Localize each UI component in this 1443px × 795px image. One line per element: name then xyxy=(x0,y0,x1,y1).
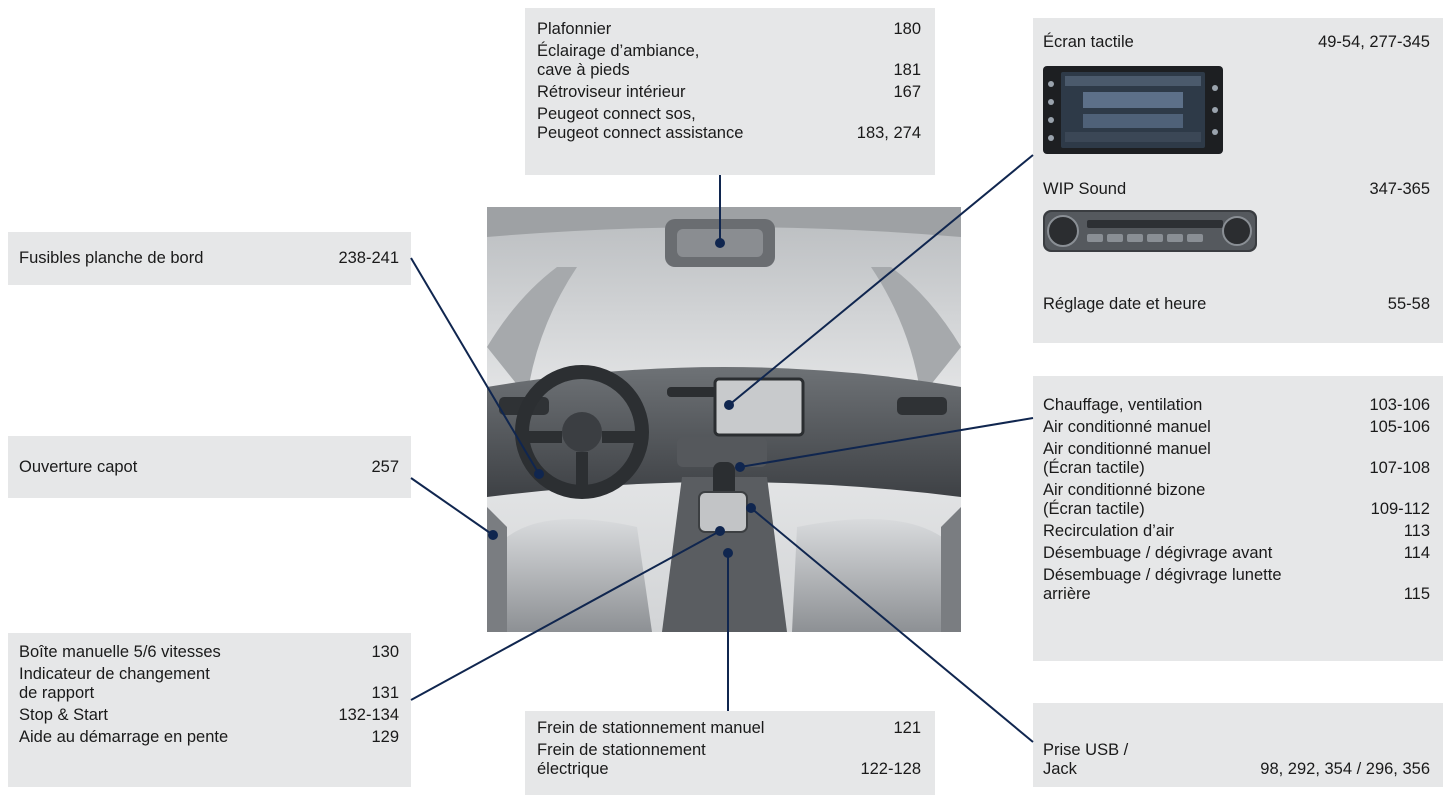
entry-pages: 180 xyxy=(893,20,921,38)
entry-aide-demarrage: Aide au démarrage en pente 129 xyxy=(19,728,399,747)
entry-label: Peugeot connect sos, Peugeot connect ass… xyxy=(537,105,744,142)
entry-pages: 183, 274 xyxy=(856,124,921,142)
entry-pages: 121 xyxy=(893,719,921,737)
entry-label: Écran tactile xyxy=(1043,33,1134,51)
entry-pages: 122-128 xyxy=(860,760,921,778)
audio-panel-thumbnail xyxy=(1043,210,1257,252)
entry-label: Frein de stationnement manuel xyxy=(537,719,765,737)
entry-pages: 238-241 xyxy=(338,249,399,267)
entry-pages: 109-112 xyxy=(1370,500,1430,518)
entry-label: Stop & Start xyxy=(19,706,108,724)
entry-pages: 98, 292, 354 / 296, 356 xyxy=(1260,760,1430,778)
entry-recirculation: Recirculation d’air 113 xyxy=(1043,522,1430,541)
touchscreen-thumbnail xyxy=(1043,66,1223,154)
car-interior-illustration xyxy=(487,207,961,632)
entry-plafonnier: Plafonnier 180 xyxy=(537,20,921,39)
entry-ac-manuel: Air conditionné manuel 105-106 xyxy=(1043,418,1430,437)
entry-label: Désembuage / dégivrage lunette arrière xyxy=(1043,566,1282,603)
entry-pages: 130 xyxy=(371,643,399,661)
entry-pages: 113 xyxy=(1403,522,1430,540)
entry-wip-sound: WIP Sound 347-365 xyxy=(1043,180,1430,199)
entry-label: Plafonnier xyxy=(537,20,612,38)
box-gearbox: Boîte manuelle 5/6 vitesses 130 Indicate… xyxy=(8,633,411,787)
entry-pages: 107-108 xyxy=(1369,459,1430,477)
entry-pages: 115 xyxy=(1403,585,1430,603)
entry-usb: Prise USB / Jack 98, 292, 354 / 296, 356 xyxy=(1043,741,1430,779)
entry-label: Fusibles planche de bord xyxy=(19,249,204,267)
box-climate: Chauffage, ventilation 103-106 Air condi… xyxy=(1033,376,1443,661)
box-hood: Ouverture capot 257 xyxy=(8,436,411,498)
entry-chauffage: Chauffage, ventilation 103-106 xyxy=(1043,396,1430,415)
entry-label: Frein de stationnement électrique xyxy=(537,741,706,778)
box-usb-jack: Prise USB / Jack 98, 292, 354 / 296, 356 xyxy=(1033,703,1443,787)
entry-frein-manuel: Frein de stationnement manuel 121 xyxy=(537,719,921,738)
entry-label: Prise USB / Jack xyxy=(1043,741,1129,778)
entry-pages: 129 xyxy=(371,728,399,746)
entry-label: Désembuage / dégivrage avant xyxy=(1043,544,1273,562)
entry-pages: 257 xyxy=(371,457,399,476)
entry-pages: 49-54, 277-345 xyxy=(1318,33,1430,51)
entry-ac-bizone: Air conditionné bizone (Écran tactile) 1… xyxy=(1043,481,1430,519)
entry-indicateur: Indicateur de changement de rapport 131 xyxy=(19,665,399,703)
entry-label: Recirculation d’air xyxy=(1043,522,1175,540)
entry-pages: 103-106 xyxy=(1369,396,1430,414)
box-multimedia: Écran tactile 49-54, 277-345 WIP Sound 3… xyxy=(1033,18,1443,343)
entry-label: WIP Sound xyxy=(1043,180,1127,198)
entry-label: Air conditionné manuel xyxy=(1043,418,1211,436)
box-parking-brake: Frein de stationnement manuel 121 Frein … xyxy=(525,711,935,795)
entry-label: Ouverture capot xyxy=(19,457,138,476)
entry-desembuage-avant: Désembuage / dégivrage avant 114 xyxy=(1043,544,1430,563)
entry-pages: 167 xyxy=(893,83,921,101)
entry-ac-manuel-tactile: Air conditionné manuel (Écran tactile) 1… xyxy=(1043,440,1430,478)
entry-label: Rétroviseur intérieur xyxy=(537,83,686,101)
box-lighting-connect: Plafonnier 180 Éclairage d’ambiance, cav… xyxy=(525,8,935,175)
entry-pages: 181 xyxy=(893,61,921,79)
entry-frein-electrique: Frein de stationnement électrique 122-12… xyxy=(537,741,921,779)
entry-boite-manuelle: Boîte manuelle 5/6 vitesses 130 xyxy=(19,643,399,662)
entry-desembuage-arriere: Désembuage / dégivrage lunette arrière 1… xyxy=(1043,566,1430,604)
entry-pages: 132-134 xyxy=(338,706,399,724)
entry-ecran-tactile: Écran tactile 49-54, 277-345 xyxy=(1043,33,1430,52)
entry-stop-start: Stop & Start 132-134 xyxy=(19,706,399,725)
entry-peugeot-connect: Peugeot connect sos, Peugeot connect ass… xyxy=(537,105,921,143)
entry-retroviseur: Rétroviseur intérieur 167 xyxy=(537,83,921,102)
entry-pages: 105-106 xyxy=(1369,418,1430,436)
entry-label: Boîte manuelle 5/6 vitesses xyxy=(19,643,221,661)
entry-pages: 114 xyxy=(1403,544,1430,562)
entry-eclairage: Éclairage d’ambiance, cave à pieds 181 xyxy=(537,42,921,80)
entry-pages: 347-365 xyxy=(1369,180,1430,198)
entry-label: Indicateur de changement de rapport xyxy=(19,665,210,702)
entry-label: Air conditionné manuel (Écran tactile) xyxy=(1043,440,1211,477)
entry-pages: 55-58 xyxy=(1387,295,1430,313)
box-fuses: Fusibles planche de bord 238-241 xyxy=(8,232,411,285)
entry-reglage-date: Réglage date et heure 55-58 xyxy=(1043,295,1430,314)
entry-label: Aide au démarrage en pente xyxy=(19,728,229,746)
entry-label: Air conditionné bizone (Écran tactile) xyxy=(1043,481,1206,518)
entry-label: Réglage date et heure xyxy=(1043,295,1207,313)
entry-pages: 131 xyxy=(371,684,399,702)
entry-label: Chauffage, ventilation xyxy=(1043,396,1203,414)
entry-label: Éclairage d’ambiance, cave à pieds xyxy=(537,42,700,79)
